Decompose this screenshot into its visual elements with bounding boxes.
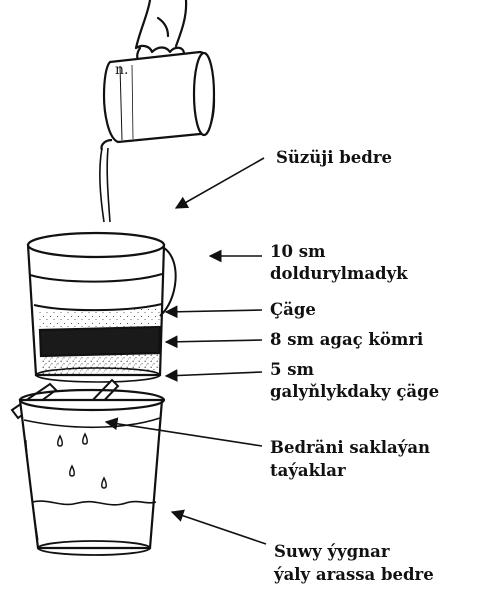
label-gravel-line2: galyňlykdaky çäge (270, 380, 439, 403)
water-stream (100, 148, 110, 222)
label-sticks-line2: taýaklar (270, 459, 346, 482)
label-filter-bucket: Süzüji bedre (276, 146, 392, 169)
filter-bucket (28, 233, 176, 382)
label-unfilled-line2: doldurylmadyk (270, 262, 408, 285)
label-charcoal: 8 sm agaç kömri (270, 328, 423, 351)
clean-water-bucket (20, 390, 164, 555)
label-clean-line1: Suwy ýygnar (274, 540, 390, 563)
hand-pouring-icon (136, 0, 186, 62)
label-unfilled-line1: 10 sm (270, 240, 325, 263)
label-sand: Çäge (270, 298, 316, 321)
label-gravel-line1: 5 sm (270, 358, 314, 381)
label-clean-line2: ýaly arassa bedre (274, 563, 434, 586)
label-sticks-line1: Bedräni saklaýan (270, 436, 430, 459)
stray-text: n. (115, 62, 128, 78)
